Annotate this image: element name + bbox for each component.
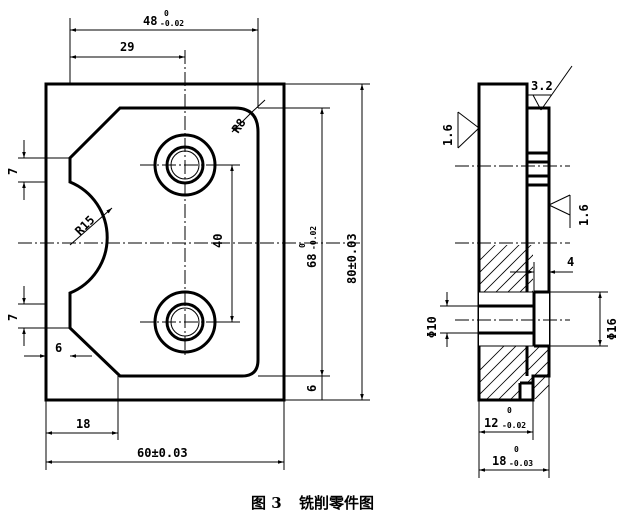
dim-6-bottom: 6	[305, 385, 319, 392]
side-view: 3.2 1.6 1.6 4 Φ10 Φ16 12 0 -0.02 18 0 -0…	[425, 65, 619, 478]
front-dimension-text: 48 0 -0.02 29 R8 R15 40 68 0 -0.02 80±0.…	[6, 9, 359, 460]
figure-caption: 图 3 铣削零件图	[0, 492, 625, 513]
dim-12: 12	[484, 416, 498, 430]
dim-40: 40	[211, 234, 225, 248]
section-hatch-upper	[479, 245, 533, 292]
dim-4: 4	[567, 255, 574, 269]
dim-r15: R15	[72, 213, 97, 238]
roughness-symbol-left	[457, 111, 480, 149]
side-dimension-text: 3.2 1.6 1.6 4 Φ10 Φ16 12 0 -0.02 18 0 -0…	[425, 79, 619, 468]
dim-29: 29	[120, 40, 134, 54]
dim-7-upper: 7	[6, 168, 20, 175]
dim-68: 68	[305, 254, 319, 268]
dim-r8: R8	[229, 116, 249, 136]
roughness-symbol-top	[528, 65, 573, 111]
dim-7-lower: 7	[6, 314, 20, 321]
figure-title: 铣削零件图	[298, 494, 374, 512]
dim-phi16: Φ16	[605, 318, 619, 340]
dim-48-tol-upper: 0	[164, 9, 169, 18]
dim-18-side: 18	[492, 454, 506, 468]
dim-18-tol-upper: 0	[514, 445, 519, 454]
roughness-1-6-left: 1.6	[441, 124, 455, 146]
roughness-1-6-right: 1.6	[577, 204, 591, 226]
dim-60: 60±0.03	[137, 446, 188, 460]
figure-number: 图 3	[251, 494, 282, 512]
dim-80: 80±0.03	[345, 233, 359, 284]
dim-68-tol: -0.02	[309, 226, 318, 250]
dim-18: 18	[76, 417, 90, 431]
roughness-3-2: 3.2	[531, 79, 553, 93]
counterbore-section	[479, 290, 549, 348]
dim-68-tol-upper: 0	[298, 243, 307, 248]
dim-phi10: Φ10	[425, 316, 439, 338]
dim-48: 48	[143, 14, 157, 28]
dim-12-tol: -0.02	[502, 421, 526, 430]
outer-outline	[44, 82, 286, 402]
dim-18-tol: -0.03	[509, 459, 533, 468]
front-view: 48 0 -0.02 29 R8 R15 40 68 0 -0.02 80±0.…	[6, 9, 370, 470]
dim-48-tol: -0.02	[160, 19, 184, 28]
side-outline	[477, 82, 551, 402]
side-dimension-lines	[440, 262, 608, 478]
dim-12-tol-upper: 0	[507, 406, 512, 415]
roughness-symbol-right	[548, 194, 571, 228]
pocket-outline	[68, 106, 260, 378]
dim-6-left: 6	[55, 341, 62, 355]
front-dimension-lines	[22, 28, 364, 464]
